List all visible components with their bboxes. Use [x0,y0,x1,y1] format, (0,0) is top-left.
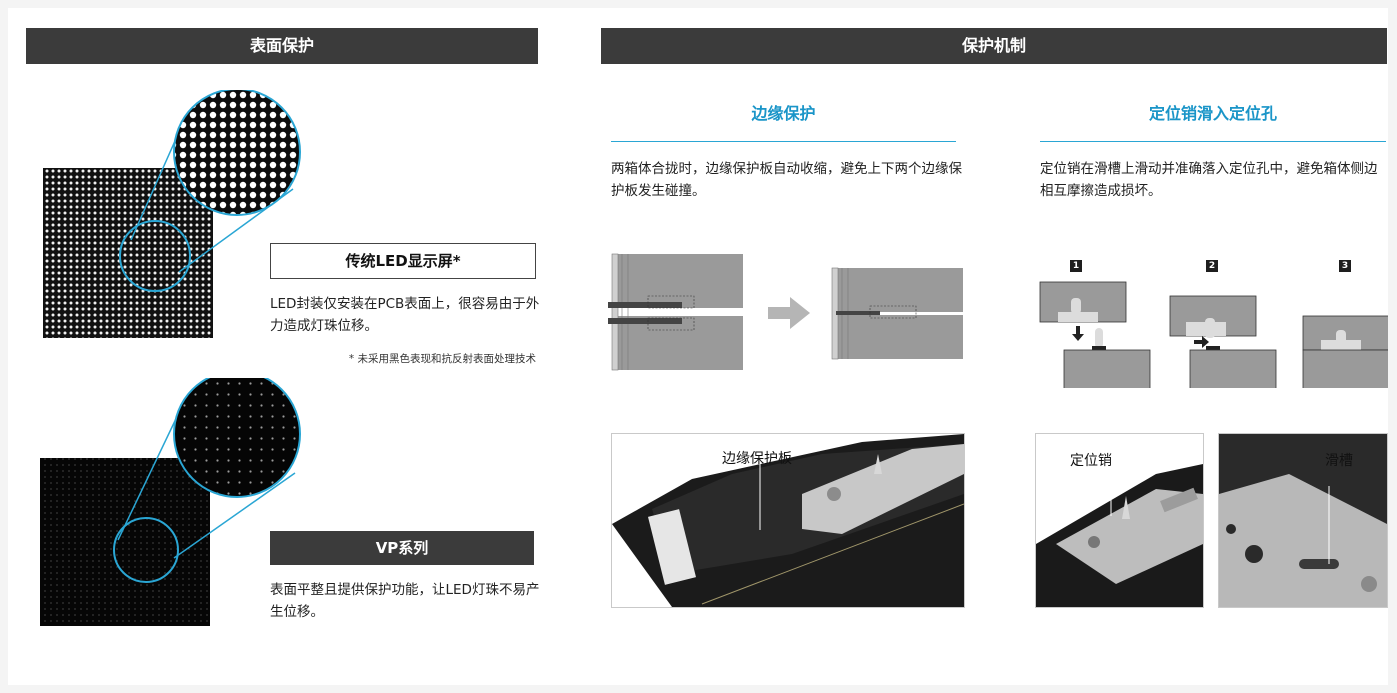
edge-before-state [608,253,743,371]
edge-protection-description: 两箱体合拢时，边缘保护板自动收缩，避免上下两个边缘保护板发生碰撞。 [611,161,962,199]
led-panel-traditional [43,168,213,338]
zoom-focus-circle-vp [113,517,179,583]
positioning-pin-diagram [1039,281,1388,388]
zoom-magnified-circle [173,90,301,216]
arrow-right-icon [768,297,810,329]
edge-protection-title: 边缘保护 [751,104,816,123]
pin-step-1 [1039,281,1151,388]
content-panel: 表面保护 传统LED显示屏* LED封装仅安装在PCB表面上，很容易由于外力造成… [8,8,1388,685]
vp-series-illustration [40,378,301,626]
edge-protection-divider [611,141,956,142]
positioning-pin-caption: 定位销 [1070,453,1112,469]
edge-protection-photo: 边缘保护板 [611,433,965,608]
traditional-led-label: 传统LED显示屏* [270,243,536,279]
positioning-pin-photo: 定位销 [1035,433,1204,608]
step-1-badge: 1 [1070,260,1082,272]
zoom-focus-circle [119,220,191,292]
led-panel-vp [40,458,210,626]
edge-after-state [831,267,963,360]
positioning-pin-divider [1040,141,1386,142]
traditional-led-footnote: * 未采用黑色表现和抗反射表面处理技术 [348,353,536,365]
step-2-badge: 2 [1206,260,1218,272]
surface-protection-header: 表面保护 [26,28,538,64]
vp-series-label: VP系列 [270,531,534,565]
traditional-led-description: LED封装仅安装在PCB表面上，很容易由于外力造成灯珠位移。 [270,296,540,334]
positioning-pin-description: 定位销在滑槽上滑动并准确落入定位孔中，避免箱体侧边相互摩擦造成损坏。 [1040,161,1378,199]
pin-step-3 [1302,315,1388,388]
zoom-magnified-circle-vp [173,378,301,498]
positioning-pin-title: 定位销滑入定位孔 [1148,104,1277,123]
edge-protection-diagram [608,253,963,371]
vp-series-description: 表面平整且提供保护功能，让LED灯珠不易产生位移。 [270,582,540,620]
traditional-led-illustration [43,90,301,338]
protection-mechanism-header: 保护机制 [601,28,1387,64]
pin-step-2 [1169,295,1277,388]
slide-groove-photo: 滑槽 [1218,433,1388,608]
step-3-badge: 3 [1339,260,1351,272]
edge-protection-plate-caption: 边缘保护板 [722,451,792,467]
slide-groove-caption: 滑槽 [1325,453,1353,469]
